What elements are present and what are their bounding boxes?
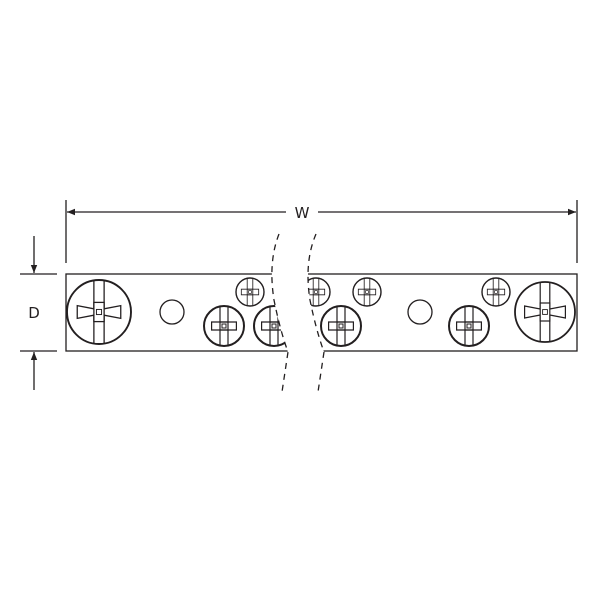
width-label: W (295, 204, 310, 222)
large-screw-icon (66, 279, 132, 345)
small-screw-icon (481, 277, 511, 307)
mounting-hole (159, 299, 185, 325)
medium-screw-icon (203, 305, 245, 347)
width-dimension: W (65, 200, 578, 263)
bar-left-section (65, 273, 288, 352)
small-screw-icon (235, 277, 265, 307)
medium-screw-icon (448, 305, 490, 347)
break-line-right (307, 233, 325, 393)
mounting-hole (407, 299, 433, 325)
medium-screw-icon (320, 305, 362, 347)
medium-screw-icon (253, 305, 288, 347)
depth-label: D (28, 304, 40, 322)
depth-dimension: D (20, 236, 57, 390)
small-screw-icon (352, 277, 382, 307)
large-screw-icon (514, 281, 576, 343)
small-screw-icon (308, 277, 331, 307)
break-line-left (271, 233, 289, 393)
bar-right-section (308, 273, 578, 352)
